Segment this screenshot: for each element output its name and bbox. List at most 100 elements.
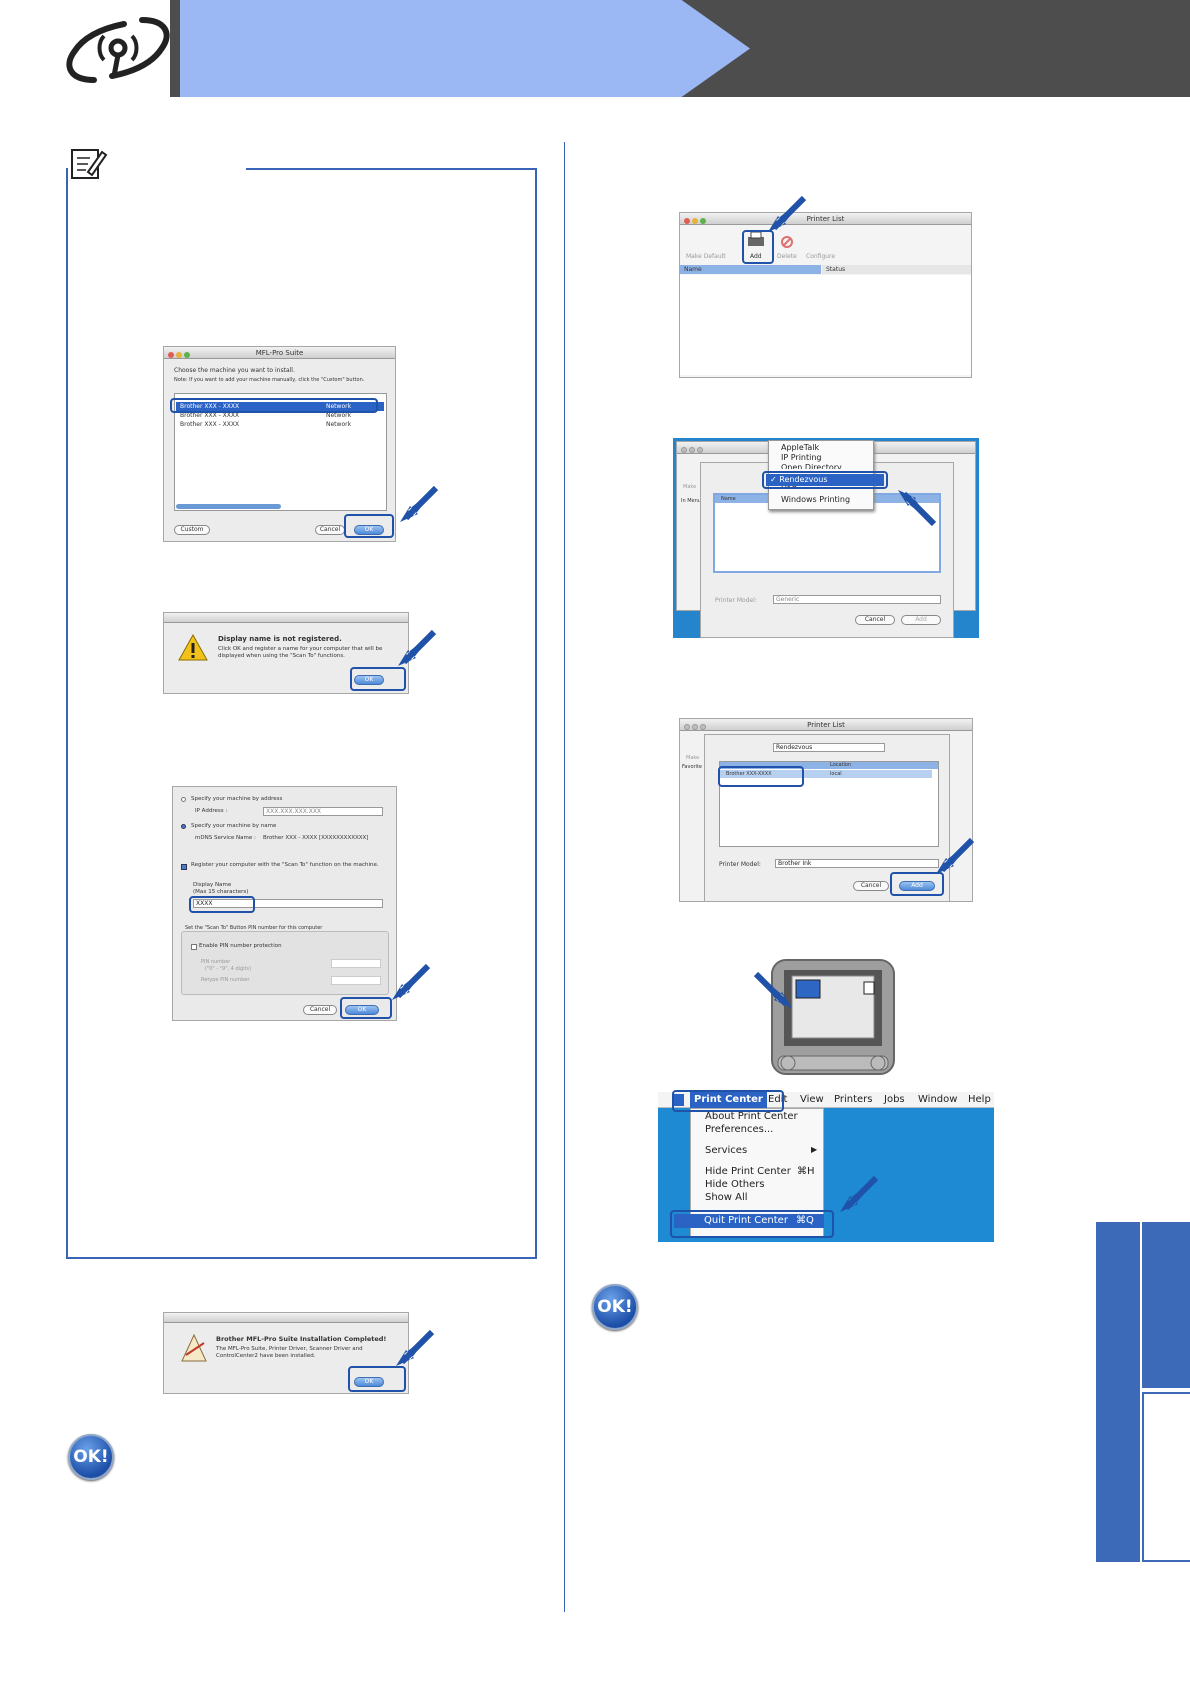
ok-badge: OK!	[68, 1434, 114, 1480]
pin-checkbox[interactable]	[191, 944, 197, 950]
printer-model-popup[interactable]: Brother Ink	[775, 859, 939, 868]
retype-pin-field[interactable]	[331, 976, 381, 985]
menu-window[interactable]: Window	[918, 1094, 958, 1105]
display-name-field[interactable]: XXXX	[193, 899, 383, 908]
completed-title: Brother MFL-Pro Suite Installation Compl…	[216, 1335, 387, 1343]
delete-icon	[781, 236, 793, 248]
apple-menu-icon[interactable]	[674, 1094, 684, 1106]
menu-edit[interactable]: Edit	[768, 1094, 788, 1105]
menu-item-about[interactable]: About Print Center	[705, 1111, 798, 1122]
menu-item-show-all[interactable]: Show All	[705, 1192, 748, 1203]
pointer-arrow-icon	[753, 971, 792, 1008]
pointer-arrow-icon	[768, 195, 807, 232]
make-label: Make	[686, 755, 700, 761]
add-button[interactable]: Add	[899, 881, 935, 891]
status-column-header[interactable]: Status	[822, 265, 971, 274]
rendezvous-sheet: Rendezvous Location Brother XXX-XXXX loc…	[704, 734, 950, 902]
pin-hint: ("0" - "9", 4 digits)	[205, 966, 252, 972]
configure-button[interactable]: Configure	[806, 253, 836, 260]
enable-pin-label: Enable PIN number protection	[199, 943, 282, 949]
install-prompt: Choose the machine you want to install.	[174, 367, 295, 374]
menu-item-hide[interactable]: Hide Print Center	[705, 1166, 791, 1177]
name-column-header[interactable]: Name	[680, 265, 821, 274]
favorite-label: Favorite	[682, 764, 702, 770]
menu-help[interactable]: Help	[968, 1094, 991, 1105]
cancel-button[interactable]: Cancel	[853, 881, 889, 891]
printer-list-body	[680, 275, 971, 375]
ok-button[interactable]: OK	[354, 525, 384, 535]
name-radio[interactable]	[181, 824, 186, 829]
menu-item-windows-printing[interactable]: Windows Printing	[781, 495, 851, 504]
pin-section-label: Set the "Scan To" Button PIN number for …	[185, 925, 323, 931]
hide-shortcut: ⌘H	[797, 1166, 815, 1177]
menu-item-rendezvous[interactable]: ✓ Rendezvous	[766, 474, 884, 486]
side-tab	[1142, 1222, 1190, 1388]
printer-row[interactable]: Brother XXX-XXXX local	[720, 770, 932, 778]
menu-print-center[interactable]: Print Center	[690, 1092, 767, 1108]
pin-number-label: PIN number	[201, 959, 231, 965]
highlight-quit-item	[670, 1210, 834, 1238]
printer-model-popup[interactable]: Generic	[773, 595, 941, 604]
pointer-arrow-icon	[936, 837, 975, 874]
ip-address-field[interactable]: XXX.XXX.XXX.XXX	[263, 807, 383, 816]
location-column-header[interactable]: Location	[830, 762, 852, 768]
menu-item-appletalk[interactable]: AppleTalk	[781, 443, 820, 452]
printer-add-icon	[748, 231, 764, 246]
display-name-label: Display Name	[193, 882, 232, 888]
register-checkbox[interactable]	[181, 864, 187, 870]
register-label: Register your computer with the "Scan To…	[191, 862, 379, 868]
cancel-button[interactable]: Cancel	[855, 615, 895, 625]
highlight-selected-machine	[170, 398, 378, 413]
menu-item-preferences[interactable]: Preferences...	[705, 1124, 774, 1135]
delete-button[interactable]: Delete	[777, 253, 797, 260]
make-default-button[interactable]: Make Default	[686, 253, 726, 260]
monitor-illustration	[771, 959, 895, 1075]
connection-popup[interactable]: Rendezvous	[773, 743, 885, 752]
ok-badge: OK!	[592, 1284, 638, 1330]
menu-jobs[interactable]: Jobs	[884, 1094, 905, 1105]
address-radio[interactable]	[181, 797, 186, 802]
specify-machine-dialog: Specify your machine by address IP Addre…	[172, 786, 397, 1021]
mdns-label: mDNS Service Name :	[195, 835, 256, 841]
by-address-label: Specify your machine by address	[191, 796, 283, 802]
pointer-arrow-icon	[898, 490, 937, 527]
add-button[interactable]: Add	[901, 615, 941, 625]
mfl-pro-suite-window: MFL-Pro Suite Choose the machine you wan…	[163, 346, 396, 542]
menu-item-usb[interactable]: USB	[781, 483, 798, 489]
menu-printers[interactable]: Printers	[834, 1094, 873, 1105]
menu-item-hide-others[interactable]: Hide Others	[705, 1179, 765, 1190]
highlight-add-button	[742, 230, 774, 264]
highlight-ok-button	[350, 667, 406, 691]
installation-complete-dialog: Brother MFL-Pro Suite Installation Compl…	[163, 1312, 409, 1394]
max-chars-label: (Max 15 characters)	[193, 889, 249, 895]
menu-view[interactable]: View	[800, 1094, 824, 1105]
cancel-button[interactable]: Cancel	[303, 1005, 337, 1015]
window-title: MFL-Pro Suite	[255, 349, 304, 357]
menu-item-services[interactable]: Services	[705, 1145, 748, 1156]
ok-button[interactable]: OK	[354, 675, 384, 685]
custom-button[interactable]: Custom	[174, 525, 210, 535]
add-button[interactable]: Add	[750, 253, 762, 260]
pin-field[interactable]	[331, 959, 381, 968]
note-box-top-border	[246, 168, 537, 170]
cancel-button[interactable]: Cancel	[315, 525, 345, 535]
completed-body: The MFL-Pro Suite, Printer Driver, Scann…	[216, 1346, 363, 1359]
menu-item-open-directory[interactable]: Open Directory	[781, 463, 842, 469]
menu-item-ip-printing[interactable]: IP Printing	[781, 453, 822, 462]
horizontal-scrollbar[interactable]	[176, 504, 281, 509]
highlight-ok-button	[340, 997, 392, 1019]
printer-list-window: Printer List Make Default Add Delete Con…	[679, 212, 972, 378]
ok-button[interactable]: OK	[354, 1377, 384, 1387]
pointer-arrow-icon	[392, 963, 431, 1000]
alert-title: Display name is not registered.	[218, 635, 342, 643]
menu-bar: Print Center Edit View Printers Jobs Win…	[658, 1092, 994, 1108]
ok-button[interactable]: OK	[345, 1005, 379, 1015]
highlight-ok-button	[348, 1366, 406, 1392]
highlight-rendezvous	[762, 471, 888, 489]
printer-model-label: Printer Model:	[715, 597, 757, 604]
menu-item-quit[interactable]: Quit Print Center ⌘Q	[674, 1214, 824, 1228]
rendezvous-printer-list: Location Brother XXX-XXXX local	[719, 761, 939, 847]
